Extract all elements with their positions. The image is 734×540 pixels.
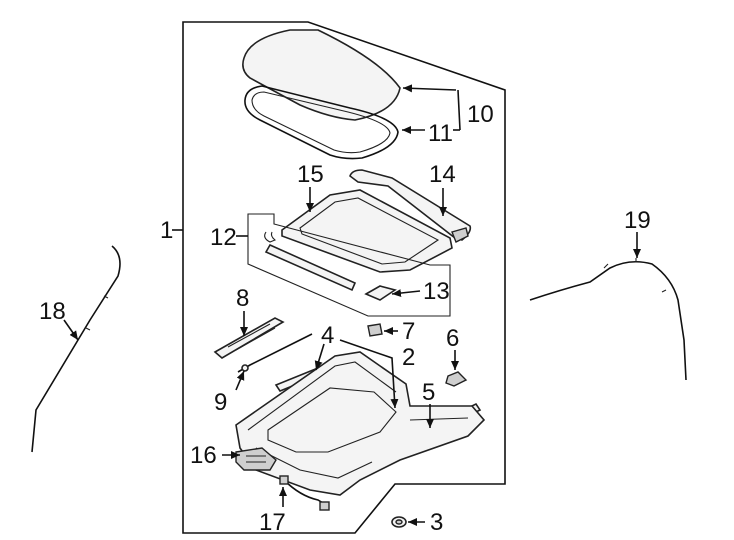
- callout-3: 3: [430, 509, 443, 536]
- callout-8: 8: [236, 285, 249, 312]
- callout-14: 14: [429, 161, 456, 188]
- callout-7: 7: [402, 318, 415, 345]
- callout-16: 16: [190, 442, 217, 469]
- callout-4: 4: [321, 322, 334, 349]
- main-frame-part: [235, 351, 486, 496]
- motor-part-16: [235, 447, 277, 471]
- glass-seal-part: [244, 85, 399, 160]
- callout-9: 9: [214, 389, 227, 416]
- callout-13: 13: [423, 278, 450, 305]
- callout-1: 1: [160, 217, 173, 244]
- grommet-part-3: [391, 516, 407, 528]
- glass-panel-part: [242, 29, 401, 121]
- group-bracket-12-13: [247, 213, 451, 317]
- trim-strip-part: [264, 231, 397, 301]
- callout-labels: 1 10 11 15 14 12 13 8 7 4 6 2 9 5 16 17 …: [39, 101, 651, 536]
- leader-lines: [63, 88, 641, 526]
- callout-18: 18: [39, 298, 66, 325]
- front-rail-part: [349, 169, 472, 243]
- callout-10: 10: [467, 101, 494, 128]
- callout-17: 17: [259, 509, 286, 536]
- bracket-part-8: [213, 317, 285, 359]
- drain-hose-part-18: [31, 245, 121, 453]
- cable-part-9: [237, 333, 313, 373]
- harness-part-17: [279, 475, 330, 511]
- callout-6: 6: [446, 325, 459, 352]
- drain-hose-part-19: [529, 258, 687, 381]
- callout-15: 15: [297, 161, 324, 188]
- sunshade-part: [281, 189, 453, 273]
- callout-12: 12: [210, 224, 237, 251]
- clip-part-7: [367, 323, 383, 337]
- callout-19: 19: [624, 207, 651, 234]
- callout-5: 5: [422, 379, 435, 406]
- callout-11: 11: [428, 120, 453, 147]
- callout-2: 2: [402, 344, 415, 371]
- clip-part-6: [445, 371, 468, 387]
- assembly-outline: [182, 21, 506, 534]
